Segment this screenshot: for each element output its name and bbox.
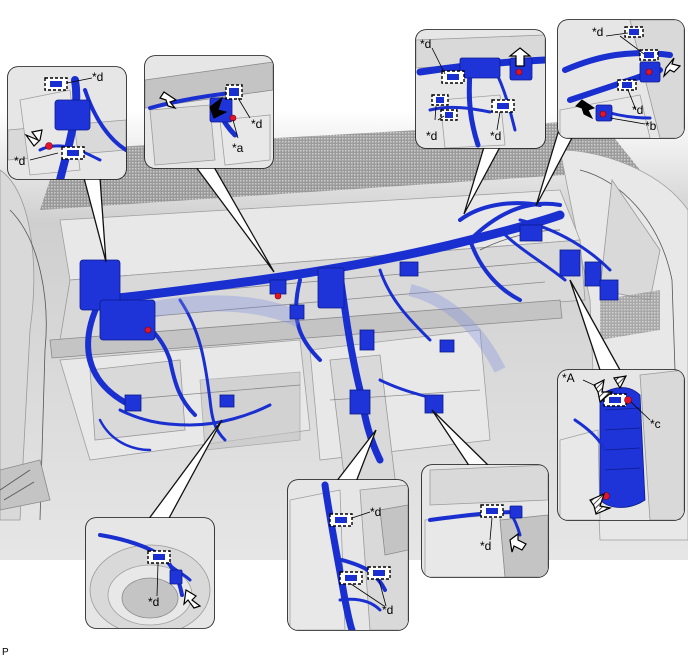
callout-d-label: *d (148, 595, 159, 609)
inset-dash-right: *d *d *d (415, 29, 546, 149)
callout-d-label: *d (480, 539, 491, 553)
callout-d-label: *d (92, 70, 103, 84)
callout-a-label: *a (232, 141, 244, 155)
callout-b-label: *b (645, 119, 657, 133)
inset-lower-right: *d (421, 464, 549, 578)
callout-A-label: *A (562, 371, 575, 385)
callout-d-label: *d (632, 103, 643, 117)
inset-lower-left: *d (85, 517, 215, 629)
callout-d-label: *d (370, 505, 381, 519)
vehicle-background (0, 110, 688, 560)
inset-left-connector: *d *d (7, 66, 127, 180)
inset-right-connector: *A *c (557, 369, 685, 521)
callout-d-label: *d (592, 25, 603, 39)
callout-d-label: *d (251, 117, 262, 131)
figure-code: P (2, 647, 9, 658)
callout-d-label: *d (426, 129, 437, 143)
callout-d-label: *d (14, 154, 25, 168)
callout-d-label: *d (382, 603, 393, 617)
inset-lower-center: *d *d (287, 479, 409, 631)
callout-c-label: *c (650, 417, 661, 431)
callout-d-label: *d (490, 129, 501, 143)
inset-dash-top: *d *a (144, 55, 274, 169)
inset-right-pillar: *d *d *b (557, 19, 685, 139)
callout-d-label: *d (420, 37, 431, 51)
